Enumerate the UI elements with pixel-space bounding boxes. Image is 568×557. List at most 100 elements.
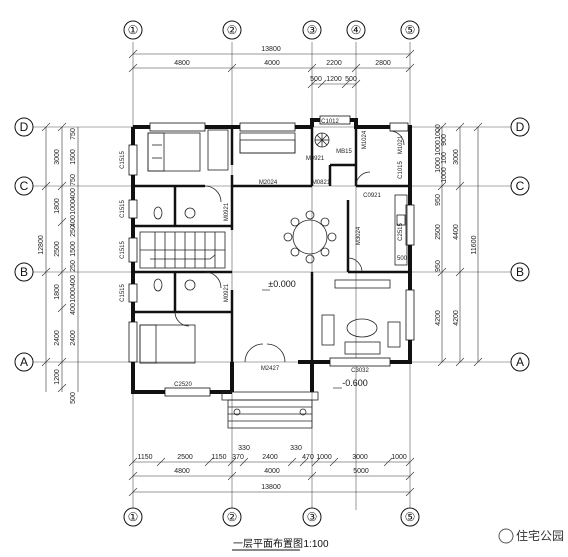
dim-left-i5: 1000 xyxy=(70,199,77,215)
door-label-m0921-c: M0921 xyxy=(306,156,325,162)
dim-bottom-a8: 470 xyxy=(302,454,314,461)
dim-right-1: 3000 xyxy=(453,149,460,165)
axis-label-d-right: D xyxy=(516,120,525,134)
door-swing-icon xyxy=(204,185,222,203)
dim-top-sub-2: 1200 xyxy=(326,76,342,83)
dim-left-i7: 250 xyxy=(70,225,77,237)
dim-bottom-a7: 330 xyxy=(290,445,302,452)
axis-bubbles xyxy=(14,20,530,527)
dim-top-overall: 13800 xyxy=(261,46,281,53)
dim-bottom-b2: 4000 xyxy=(264,468,280,475)
window-label-c1012: C1012 xyxy=(321,119,339,125)
basin-icon xyxy=(184,279,196,291)
window-label-c1515-3: C1515 xyxy=(120,241,126,259)
dim-right-s2: 100 xyxy=(441,152,448,164)
window-label-c1515-4: C1515 xyxy=(120,284,126,302)
dim-right-total2: 4400 xyxy=(453,224,460,240)
left-dimension-lines xyxy=(41,122,79,393)
axis-lines xyxy=(30,42,520,510)
dim-left-6: 1200 xyxy=(54,369,61,385)
dim-left-3: 2500 xyxy=(54,241,61,257)
dim-left-i11: 1000 xyxy=(70,287,77,303)
dim-right-i2: 1000 xyxy=(435,140,442,156)
drawing-scale: 1:100 xyxy=(303,539,328,550)
window-label-c1015: C1015 xyxy=(398,161,404,179)
axis-label-a-left: A xyxy=(20,355,28,369)
dim-bottom-b1: 4800 xyxy=(174,468,190,475)
stairs-icon xyxy=(139,231,226,269)
door-label-m3024: M3024 xyxy=(356,226,362,245)
axis-label-2-bottom: ② xyxy=(227,510,238,524)
bottom-dimension-lines xyxy=(128,457,415,497)
dim-bottom-a2: 2500 xyxy=(177,454,193,461)
exterior-walls xyxy=(131,118,412,394)
dim-right-i6: 2500 xyxy=(435,224,442,240)
dim-right-overall: 11600 xyxy=(471,235,478,254)
interior-walls xyxy=(133,127,410,362)
axis-label-a-right: A xyxy=(516,355,524,369)
window-label-c0921: C0921 xyxy=(363,193,381,199)
axis-label-b-right: B xyxy=(516,265,524,279)
dim-bottom-a11: 1000 xyxy=(391,454,407,461)
axis-label-1-bottom: ① xyxy=(128,510,139,524)
door-label-m0921-a: M0921 xyxy=(224,202,230,221)
dim-top-sub-1: 500 xyxy=(310,76,322,83)
dim-left-i2: 1500 xyxy=(70,149,77,165)
axis-label-c-right: C xyxy=(516,179,525,193)
axis-label-5-top: ⑤ xyxy=(405,23,416,37)
dim-top-sub-3: 500 xyxy=(345,76,357,83)
dim-right-i7: 950 xyxy=(435,260,442,272)
label-mb15: MB15 xyxy=(336,149,352,155)
window-label-c2520: C2520 xyxy=(174,382,192,388)
dim-left-5: 2400 xyxy=(54,330,61,346)
door-label-m2427: M2427 xyxy=(261,366,280,372)
door-swing-icon xyxy=(204,271,222,289)
dim-right-i8: 4200 xyxy=(435,310,442,326)
dim-bottom-b3: 5000 xyxy=(353,468,369,475)
dim-left-i10: 400 xyxy=(70,275,77,287)
dim-left-i13: 2400 xyxy=(70,330,77,346)
dim-right-3: 4200 xyxy=(453,310,460,326)
dim-top-4: 2800 xyxy=(375,60,391,67)
door-label-m0821: M0821 xyxy=(312,180,331,186)
dim-bottom-overall: 13800 xyxy=(261,484,281,491)
fan-icon xyxy=(314,132,330,148)
door-label-m0921-b: M0921 xyxy=(224,283,230,302)
dim-right-i1: 1000 xyxy=(435,124,442,140)
sofa-icon xyxy=(321,279,401,355)
door-label-m1024: M1024 xyxy=(362,130,368,149)
axis-label-d-left: D xyxy=(20,120,29,134)
dim-right-s1: 900 xyxy=(441,134,448,146)
dim-top-3: 2200 xyxy=(326,60,342,67)
label-500: 500 xyxy=(397,256,408,262)
dim-left-i8: 1500 xyxy=(70,241,77,257)
dim-left-i4: 400 xyxy=(70,188,77,200)
dim-top-2: 4000 xyxy=(264,60,280,67)
dim-left-2: 1800 xyxy=(54,198,61,214)
dim-left-i6: 400 xyxy=(70,215,77,227)
toilet-icon xyxy=(153,278,163,292)
door-label-m1021: M1021 xyxy=(398,135,404,154)
dim-bottom-a4: 370 xyxy=(232,454,244,461)
watermark-logo-icon xyxy=(498,528,514,544)
door-swing-icon xyxy=(347,257,363,273)
bed-icon xyxy=(147,132,201,172)
axis-label-b-left: B xyxy=(20,265,28,279)
dim-bottom-a6: 2400 xyxy=(262,454,278,461)
watermark: 住宅公园 xyxy=(498,528,564,544)
drawing-title: 一层平面布置图 xyxy=(233,538,303,550)
dim-left-i12: 400 xyxy=(70,303,77,315)
windows xyxy=(128,115,415,397)
door-swing-icon xyxy=(266,343,286,363)
dim-bottom-a3: 1150 xyxy=(211,454,226,461)
dim-right-i4: 950 xyxy=(435,194,442,206)
window-label-c1515-1: C1515 xyxy=(120,151,126,169)
dim-left-overall: 12800 xyxy=(38,235,45,255)
window-label-c1515-2: C1515 xyxy=(120,200,126,218)
door-swing-icon xyxy=(244,343,264,363)
dim-left-i1: 750 xyxy=(70,128,77,140)
dim-left-4: 1800 xyxy=(54,284,61,300)
door-label-m2024: M2024 xyxy=(259,180,278,186)
